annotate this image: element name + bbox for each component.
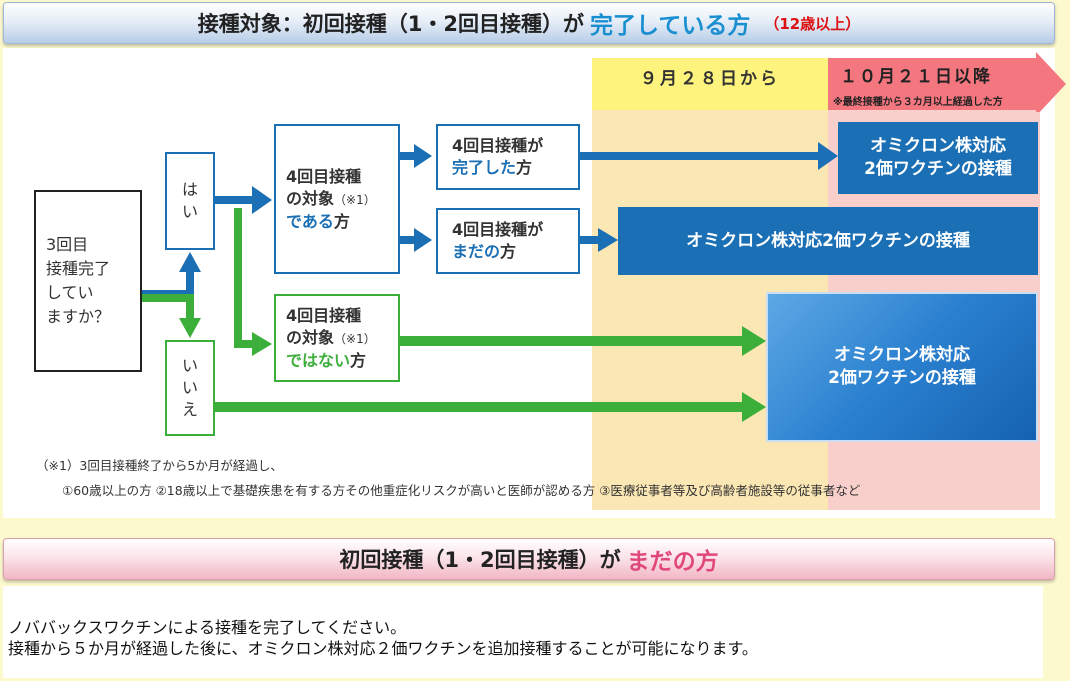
bottom-header-prefix: 初回接種（1・2回目接種）が: [339, 548, 621, 572]
nottarget-line-2-text: の対象: [286, 327, 335, 347]
omicron-result-green-branch: オミクロン株対応 2価ワクチンの接種: [766, 292, 1038, 442]
question-line-1: 3回目: [46, 235, 89, 254]
connector-no-result: [214, 402, 744, 412]
connector-notyet-sep28: [580, 236, 600, 244]
nottarget-ref: （※1）: [334, 331, 376, 346]
nottarget-line-3: ではない方: [286, 350, 398, 372]
fourth-dose-target-box: 4回目接種 の対象（※1） である方: [274, 124, 400, 274]
done-suffix: 方: [516, 158, 533, 177]
no-char-1: い: [181, 356, 198, 375]
sep28-label: ９月２８日から: [640, 69, 780, 89]
arrowhead-to-notyet: [414, 228, 432, 252]
arrowhead-to-yes: [179, 252, 201, 272]
target-line-1: 4回目接種: [286, 166, 362, 186]
bottom-header-highlight: まだの方: [626, 549, 719, 575]
initial-not-done-panel: [3, 586, 1043, 678]
header-prefix: 接種対象：初回接種（1・2回目接種）が: [197, 12, 585, 36]
arrowhead-to-no: [179, 318, 201, 338]
arrowhead-to-target: [252, 186, 272, 214]
connector-yes-target: [214, 196, 254, 204]
arrowhead-to-oct21: [818, 142, 838, 170]
age-note: （12歳以上）: [764, 14, 861, 33]
arrowhead-to-nottarget: [252, 332, 272, 356]
sep28-result-text: オミクロン株対応2価ワクチンの接種: [686, 230, 970, 251]
oct21-note: ※最終接種から３カ月以上経過した方: [833, 97, 1003, 108]
green-result-line-2: 2価ワクチンの接種: [828, 368, 976, 388]
done-line-1: 4回目接種が: [452, 136, 544, 155]
footnote-line-2: ①60歳以上の方 ②18歳以上で基礎疾患を有する方その他重症化リスクが高いと医師…: [62, 483, 861, 498]
header-highlight: 完了している方: [590, 13, 751, 39]
bottom-text-line-1: ノババックスワクチンによる接種を完了してください。: [8, 618, 407, 637]
sep28-column-header: ９月２８日から: [592, 58, 828, 110]
target-line-2-text: の対象: [286, 188, 335, 208]
yes-char-1: は: [181, 180, 198, 199]
connector-nottarget-result: [400, 336, 744, 346]
green-result-line-1: オミクロン株対応: [834, 345, 970, 365]
connector-target-notyet: [400, 236, 416, 244]
notyet-line-1: 4回目接種が: [452, 220, 544, 239]
notyet-line-2: まだの方: [452, 241, 578, 263]
done-line-2: 完了した方: [452, 157, 578, 179]
arrowhead-to-sep28: [598, 228, 618, 252]
target-line-3: である方: [286, 211, 398, 233]
no-char-3: え: [181, 400, 198, 419]
target-line-2: の対象（※1）: [286, 188, 398, 211]
yes-box: は い: [165, 152, 215, 250]
fourth-dose-not-target-box: 4回目接種 の対象（※1） ではない方: [274, 294, 400, 382]
oct21-arrow-header: [828, 52, 1066, 112]
oct21-result-line-2: 2価ワクチンの接種: [864, 159, 1012, 179]
fourth-dose-notyet-box: 4回目接種が まだの方: [436, 208, 580, 274]
nottarget-suffix: 方: [350, 350, 367, 370]
question-line-4: ますか？: [46, 307, 111, 326]
target-highlight: である: [286, 211, 334, 231]
question-line-2: 接種完了: [46, 259, 111, 278]
initial-not-done-header: 初回接種（1・2回目接種）が まだの方: [3, 538, 1055, 580]
target-ref: （※1）: [334, 192, 376, 207]
bottom-text-line-2: 接種から５か月が経過した後に、オミクロン株対応２価ワクチンを追加接種することが可…: [8, 639, 758, 658]
oct21-label: １０月２１日以降: [840, 67, 992, 87]
question-line-3: してい: [46, 283, 94, 302]
nottarget-highlight: ではない: [286, 350, 351, 370]
omicron-result-oct21: オミクロン株対応 2価ワクチンの接種: [838, 122, 1038, 194]
arrowhead-to-done: [414, 144, 432, 168]
no-char-2: い: [181, 378, 198, 397]
nottarget-line-2: の対象（※1）: [286, 327, 398, 350]
question-box: 3回目 接種完了 してい ますか？: [34, 190, 142, 372]
target-suffix: 方: [333, 211, 350, 231]
connector-question-no: [140, 294, 194, 320]
no-box: い い え: [165, 340, 215, 436]
done-highlight: 完了した: [452, 158, 517, 177]
eligible-completed-header: 接種対象：初回接種（1・2回目接種）が 完了している方 （12歳以上）: [3, 2, 1055, 44]
notyet-suffix: 方: [500, 242, 517, 261]
connector-yes-nottarget: [234, 208, 254, 348]
oct21-result-line-1: オミクロン株対応: [870, 136, 1006, 156]
arrowhead-nottarget-result: [742, 326, 766, 356]
arrowhead-no-result: [742, 392, 766, 422]
fourth-dose-done-box: 4回目接種が 完了した方: [436, 124, 580, 190]
yes-char-2: い: [181, 202, 198, 221]
nottarget-line-1: 4回目接種: [286, 305, 362, 325]
connector-target-done: [400, 152, 416, 160]
connector-question-yes: [140, 270, 194, 298]
omicron-result-sep28: オミクロン株対応2価ワクチンの接種: [618, 207, 1038, 275]
notyet-highlight: まだの: [452, 242, 501, 261]
footnote-line-1: （※1）3回目接種終了から5か月が経過し、: [36, 458, 283, 473]
connector-done-oct21: [580, 152, 820, 160]
